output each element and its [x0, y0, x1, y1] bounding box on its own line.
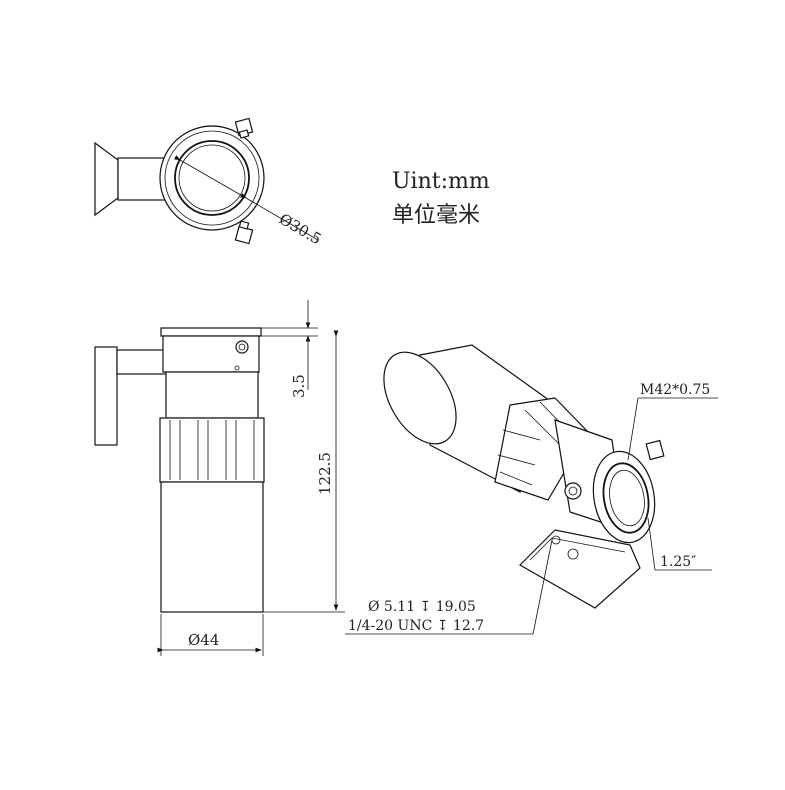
thread-label: M42*0.75	[640, 382, 710, 398]
main-body	[160, 481, 264, 613]
units-label-en: Uint:mm	[392, 169, 490, 194]
iso-view: M42*0.75 1.25″	[345, 344, 718, 635]
side-screw	[235, 340, 249, 354]
bore-dia-label: Ø30.5	[276, 210, 325, 248]
side-stem	[116, 349, 168, 375]
focus-grip	[159, 417, 265, 483]
ring-edge	[164, 130, 260, 226]
body-dia-label: Ø44	[188, 631, 219, 649]
side-foot	[94, 346, 118, 446]
dovetail-foot	[94, 141, 119, 217]
units-label-cn: 单位毫米	[392, 203, 480, 228]
top-view: Ø30.5	[94, 117, 325, 248]
bore-dim-line	[173, 155, 247, 199]
bore-leader	[245, 197, 319, 241]
eyepiece-label: 1.25″	[660, 554, 696, 570]
neck	[165, 371, 259, 419]
top-offset-label: 3.5	[290, 374, 308, 398]
thumb-screw-bottom	[234, 220, 254, 245]
total-length-label: 122.5	[316, 452, 334, 495]
hole-spec-2: 1/4-20 UNC ↧ 12.7	[348, 618, 484, 634]
iso-screw-side	[564, 482, 582, 500]
side-view: 3.5 122.5 Ø44	[94, 300, 345, 656]
iso-screw-top	[645, 439, 665, 461]
tube-end	[383, 351, 457, 445]
thumb-screw-top	[234, 117, 254, 139]
top-rim	[160, 327, 262, 337]
hole-spec-1: Ø 5.11 ↧ 19.05	[368, 599, 476, 615]
